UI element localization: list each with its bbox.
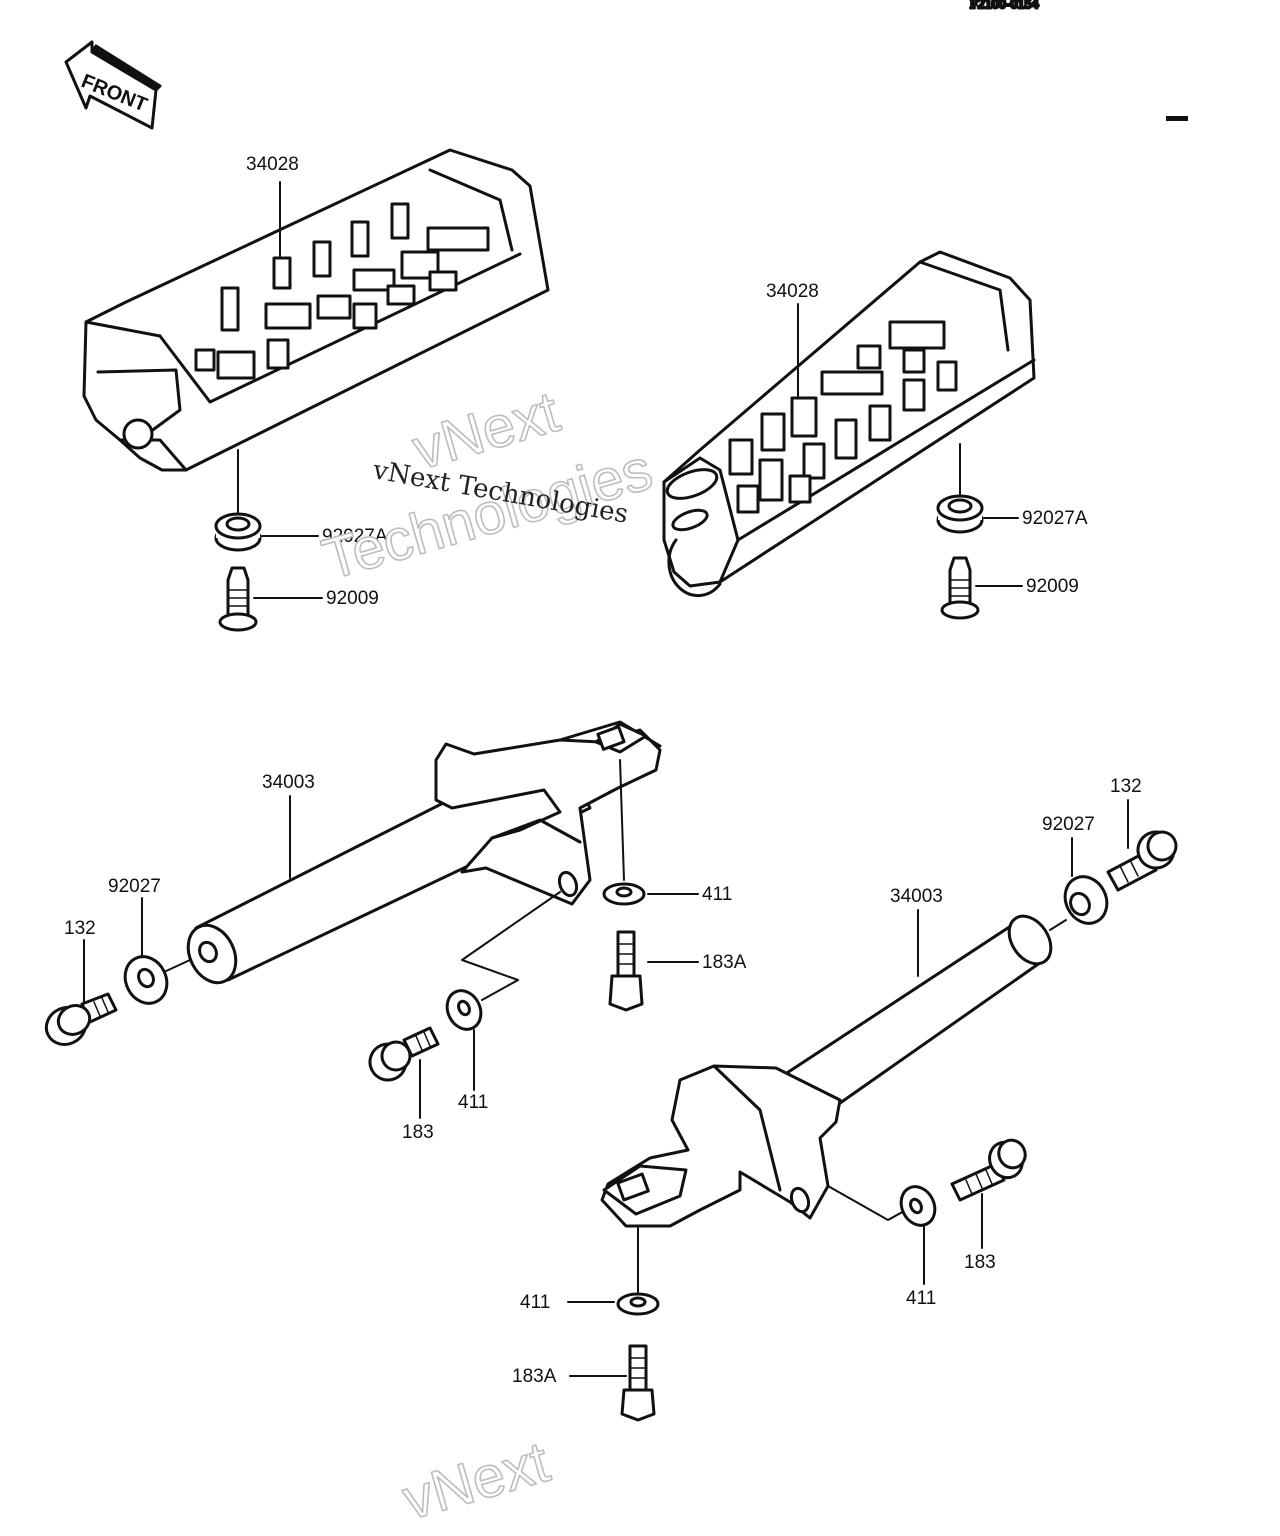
washer-411-d bbox=[616, 1292, 660, 1316]
bolt-183-right bbox=[950, 1138, 1027, 1202]
label-step-right: 34028 bbox=[766, 281, 819, 302]
label-bracket-left: 34003 bbox=[262, 772, 315, 793]
leader-washer-left-axis bbox=[163, 959, 191, 973]
bolt-183-left bbox=[368, 1026, 440, 1082]
leader-washer-411-b-axis bbox=[619, 759, 625, 881]
label-pin-right: 92009 bbox=[1026, 576, 1079, 597]
label-bracket-right: 34003 bbox=[890, 886, 943, 907]
figure-ref: F2100-0154 bbox=[970, 0, 1038, 12]
footrest-bracket-right bbox=[600, 914, 1053, 1228]
label-washer-right: 92027 bbox=[1042, 814, 1095, 835]
front-arrow-icon: FRONT bbox=[64, 40, 162, 130]
label-bushing-left: 92027A bbox=[322, 526, 388, 547]
footrest-step-left bbox=[82, 148, 550, 472]
washer-411-c bbox=[899, 1185, 937, 1227]
bushing-left bbox=[214, 512, 262, 552]
bolt-132-left bbox=[44, 992, 118, 1046]
watermark: vNext Technologies vNext Technologies vN… bbox=[315, 378, 660, 1533]
label-washer-left: 92027 bbox=[108, 876, 161, 897]
label-pin-left: 92009 bbox=[326, 588, 379, 609]
label-bolt-183a-bottom: 183A bbox=[512, 1366, 557, 1387]
leader-bracket-right-lower bbox=[827, 1185, 907, 1221]
bolt-132-right bbox=[1106, 830, 1178, 892]
pin-right bbox=[940, 556, 980, 620]
label-washer-411-b: 411 bbox=[702, 884, 732, 905]
label-bolt-right: 132 bbox=[1110, 776, 1142, 797]
label-washer-411-d: 411 bbox=[520, 1292, 550, 1313]
bushing-right bbox=[936, 494, 984, 534]
label-step-left: 34028 bbox=[246, 154, 299, 175]
label-washer-411-a: 411 bbox=[458, 1092, 488, 1113]
washer-92027-left bbox=[123, 955, 169, 1005]
label-bolt-left: 132 bbox=[64, 918, 96, 939]
scan-mark bbox=[1166, 116, 1188, 121]
label-washer-411-c: 411 bbox=[906, 1288, 936, 1309]
bolt-183a-top bbox=[608, 930, 644, 1012]
label-bolt-183-left: 183 bbox=[402, 1122, 434, 1143]
pin-left bbox=[218, 566, 258, 632]
washer-411-a bbox=[445, 989, 483, 1031]
watermark-bottom: vNext bbox=[396, 1429, 556, 1532]
leader-washer-right-axis bbox=[1049, 919, 1067, 931]
washer-92027-right bbox=[1063, 875, 1109, 925]
label-bushing-right: 92027A bbox=[1022, 508, 1088, 529]
footrest-step-right bbox=[662, 250, 1036, 598]
bolt-183a-bottom bbox=[620, 1344, 656, 1422]
label-bolt-183a-top: 183A bbox=[702, 952, 747, 973]
washer-411-b bbox=[602, 882, 646, 906]
leader-bracket-left-lower bbox=[461, 891, 561, 1001]
label-bolt-183-right: 183 bbox=[964, 1252, 996, 1273]
footrest-bracket-left bbox=[186, 720, 662, 985]
